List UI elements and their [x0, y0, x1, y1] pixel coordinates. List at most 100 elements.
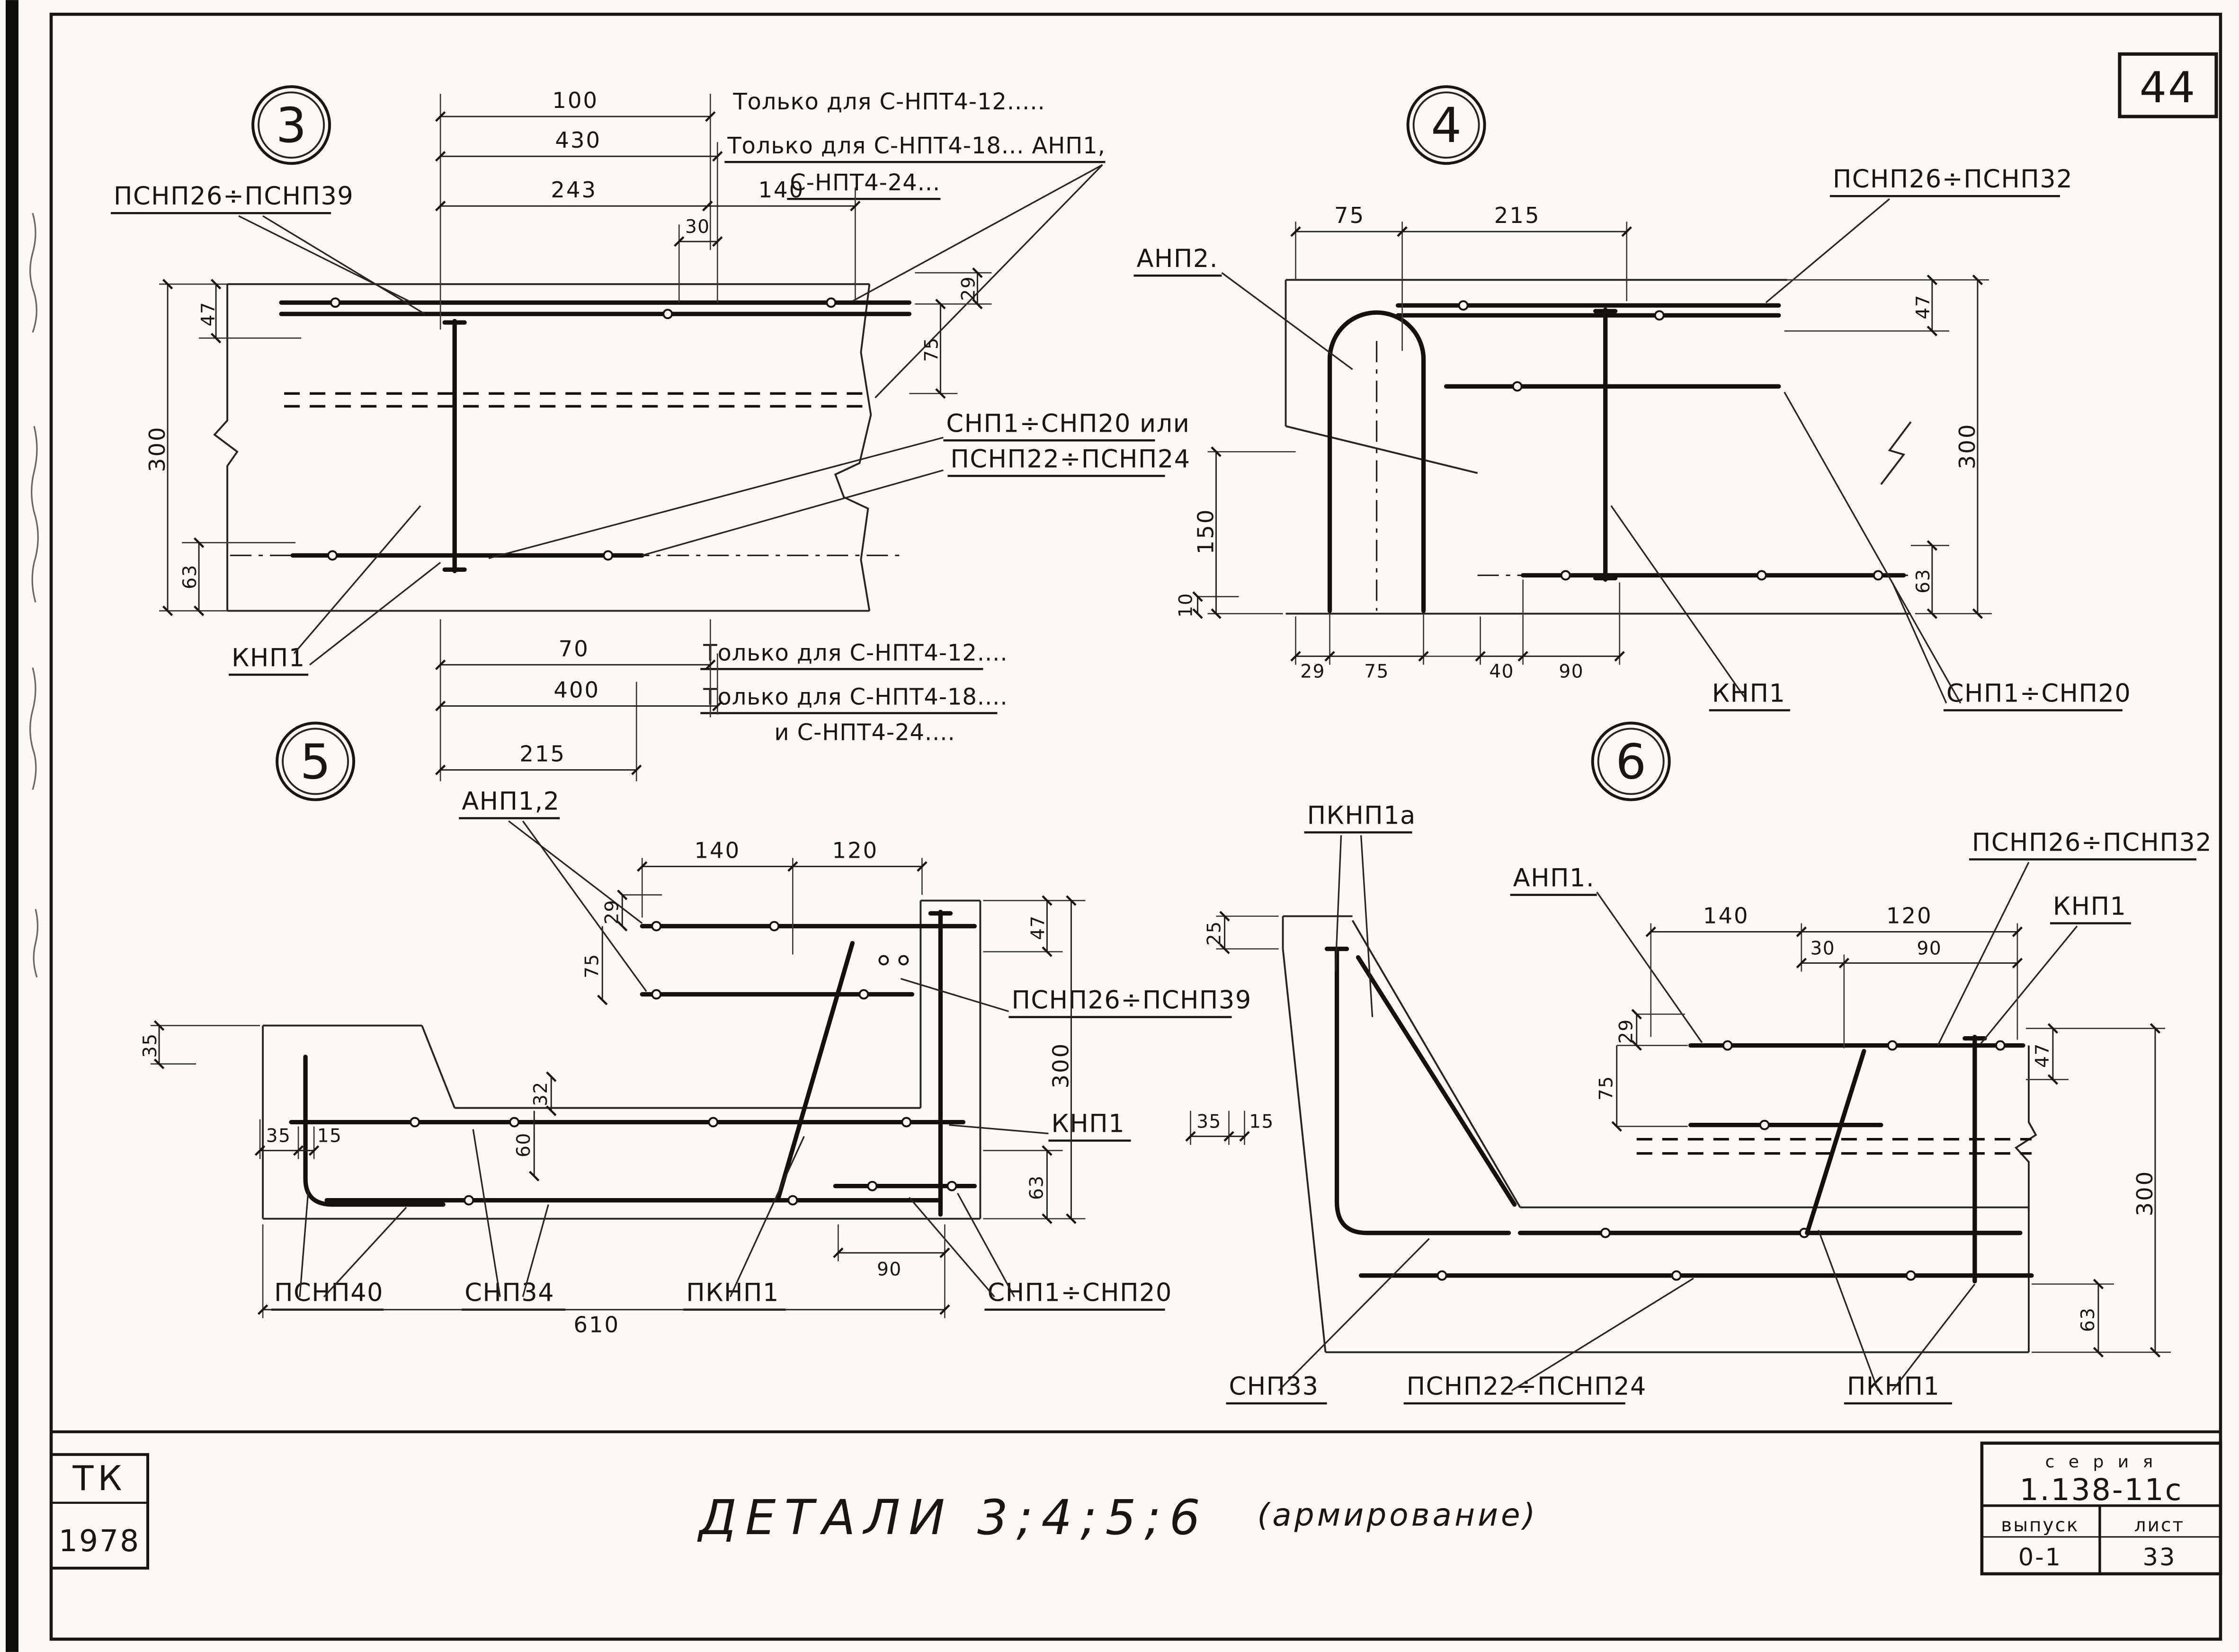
d4-label-snp: СНП1÷СНП20 — [1946, 679, 2131, 708]
bottom-strip: ТК 1978 ДЕТАЛИ 3;4;5;6 (армирование) с е… — [50, 1441, 2222, 1576]
d3-dim-100: 100 — [552, 88, 598, 113]
d4-dim-40: 40 — [1489, 661, 1514, 682]
d4-dim-47: 47 — [1913, 294, 1934, 320]
stamp-box: ТК 1978 — [50, 1453, 150, 1570]
d5-label-snp34: СНП34 — [464, 1279, 554, 1307]
titleblock-series-label: с е р и я — [2045, 1452, 2158, 1472]
detail-6-rebar — [1324, 946, 2034, 1284]
d6-label-psnp: ПСНП26÷ПСНП32 — [1972, 828, 2212, 857]
d6-label-anp: АНП1. — [1513, 864, 1595, 893]
d3-label-snp-2: ПСНП22÷ПСНП24 — [950, 444, 1190, 473]
d3-note-bot3: и С-НПТ4-24.... — [774, 719, 955, 746]
d5-dim-47: 47 — [1027, 915, 1049, 940]
d4-dim-300: 300 — [1954, 423, 1980, 469]
d4-dim-150: 150 — [1193, 508, 1219, 554]
drawing-frame — [49, 12, 2222, 1641]
d5-dim-120: 120 — [832, 838, 878, 863]
d5-dim-610: 610 — [573, 1312, 620, 1338]
d5-label-anp: АНП1,2 — [462, 787, 560, 816]
d3-dim-215: 215 — [519, 741, 566, 766]
detail-6-dimensions: 25 140 120 30 90 29 75 35 — [1185, 903, 2171, 1358]
titleblock-sheet-label: лист — [2134, 1515, 2185, 1536]
d3-label-knp: КНП1 — [232, 643, 305, 672]
detail-3-badge: 3 — [251, 85, 331, 165]
detail-6-labels: ПКНП1а АНП1. ПСНП26÷ПСНП32 КНП1 СНП33 ПС… — [1226, 801, 2212, 1405]
d5-label-snp: СНП1÷СНП20 — [987, 1279, 1172, 1307]
d5-label-psnp: ПСНП26÷ПСНП39 — [1011, 986, 1251, 1015]
d6-dim-75: 75 — [1596, 1075, 1617, 1101]
d5-dim-75: 75 — [581, 953, 603, 978]
detail-3: 3 ПСНП26÷ПСНП39 — [111, 85, 1190, 782]
detail-3-labels: ПСНП26÷ПСНП39 КНП1 СНП1÷СНП20 или ПСНП22… — [111, 89, 1190, 746]
d5-dim-60: 60 — [513, 1132, 535, 1157]
d6-label-pknp: ПКНП1 — [1847, 1372, 1940, 1401]
d3-dim-75: 75 — [921, 337, 942, 362]
detail-3-outline — [213, 283, 872, 612]
d6-dim-30: 30 — [1810, 938, 1835, 959]
titleblock-series-value: 1.138-11с — [2019, 1473, 2183, 1507]
sheet-caption-note: (армирование) — [1258, 1497, 1538, 1533]
sheet-number-box: 44 — [2118, 52, 2218, 118]
d4-dim-215: 215 — [1494, 203, 1541, 228]
stamp-year: 1978 — [59, 1524, 140, 1558]
d5-dim-29: 29 — [601, 899, 623, 924]
d5-label-psnp40: ПСНП40 — [274, 1279, 384, 1307]
titleblock-sheet-value: 33 — [2143, 1544, 2177, 1572]
stamp-org: ТК — [72, 1458, 126, 1498]
d3-note-bot1: Только для С-НПТ4-12.... — [703, 639, 1008, 666]
d3-dim-63: 63 — [179, 564, 201, 589]
d5-dim-140: 140 — [694, 838, 740, 863]
d5-dim-35b: 35 — [266, 1126, 291, 1147]
d4-dim-63: 63 — [1913, 568, 1934, 594]
detail-5-labels: АНП1,2 ПСНП26÷ПСНП39 КНП1 ПСНП40 СНП34 П… — [271, 787, 1251, 1311]
detail-5-rebar — [289, 909, 977, 1217]
d6-dim-300: 300 — [2132, 1170, 2158, 1217]
d3-note-top1: Только для С-НПТ4-12..... — [732, 89, 1045, 115]
detail-6-badge: 6 — [1591, 721, 1671, 801]
d3-dim-140: 140 — [758, 177, 804, 203]
detail-4-outline — [1285, 279, 1912, 615]
d5-dim-32: 32 — [530, 1081, 552, 1106]
d6-dim-35: 35 — [1196, 1111, 1222, 1133]
title-block: с е р и я 1.138-11с выпуск 0-1 лист 33 — [1980, 1441, 2222, 1576]
d5-label-knp: КНП1 — [1051, 1110, 1125, 1138]
d6-label-knp: КНП1 — [2053, 892, 2127, 921]
detail-4-dimensions: 75 215 47 300 63 150 10 — [1176, 203, 1992, 682]
d3-dim-47: 47 — [198, 302, 219, 327]
d3-label-psnp: ПСНП26÷ПСНП39 — [114, 182, 354, 211]
sheet-number: 44 — [2140, 63, 2197, 113]
sheet-caption: ДЕТАЛИ 3;4;5;6 — [697, 1490, 1209, 1546]
d6-label-psnp22: ПСНП22÷ПСНП24 — [1407, 1372, 1647, 1401]
d4-label-psnp: ПСНП26÷ПСНП32 — [1833, 165, 2073, 194]
d6-dim-90: 90 — [1917, 938, 1942, 959]
detail-5-number: 5 — [300, 734, 331, 790]
d6-dim-140: 140 — [1703, 903, 1749, 929]
detail-3-number: 3 — [276, 98, 307, 154]
d6-label-snp33: СНП33 — [1229, 1372, 1319, 1401]
d5-dim-300: 300 — [1048, 1042, 1073, 1089]
d5-dim-90: 90 — [877, 1259, 902, 1280]
detail-6: 6 — [1185, 721, 2212, 1405]
d4-dim-75b: 75 — [1364, 661, 1389, 682]
d5-dim-15: 15 — [317, 1126, 342, 1147]
titleblock-issue-value: 0-1 — [2018, 1544, 2062, 1572]
detail-4-number: 4 — [1431, 98, 1462, 154]
d6-label-pknp1a: ПКНП1а — [1307, 801, 1416, 830]
d4-label-knp: КНП1 — [1712, 679, 1786, 708]
d3-dim-400: 400 — [553, 677, 600, 702]
d6-dim-29: 29 — [1616, 1019, 1637, 1044]
d3-label-snp-1: СНП1÷СНП20 или — [946, 409, 1190, 438]
d4-dim-75t: 75 — [1334, 203, 1365, 228]
detail-4: 4 АНП2. — [1133, 85, 2131, 711]
d3-note-top3: С-НПТ4-24... — [790, 169, 940, 196]
d4-dim-29: 29 — [1300, 661, 1325, 682]
d4-dim-90: 90 — [1559, 661, 1584, 682]
d6-dim-120: 120 — [1886, 903, 1933, 929]
detail-4-badge: 4 — [1406, 85, 1486, 165]
d3-dim-70: 70 — [559, 636, 589, 661]
titleblock-issue-label: выпуск — [2001, 1515, 2079, 1536]
d4-label-anp: АНП2. — [1137, 244, 1218, 273]
d3-dim-30: 30 — [685, 216, 710, 238]
detail-6-number: 6 — [1615, 734, 1646, 790]
